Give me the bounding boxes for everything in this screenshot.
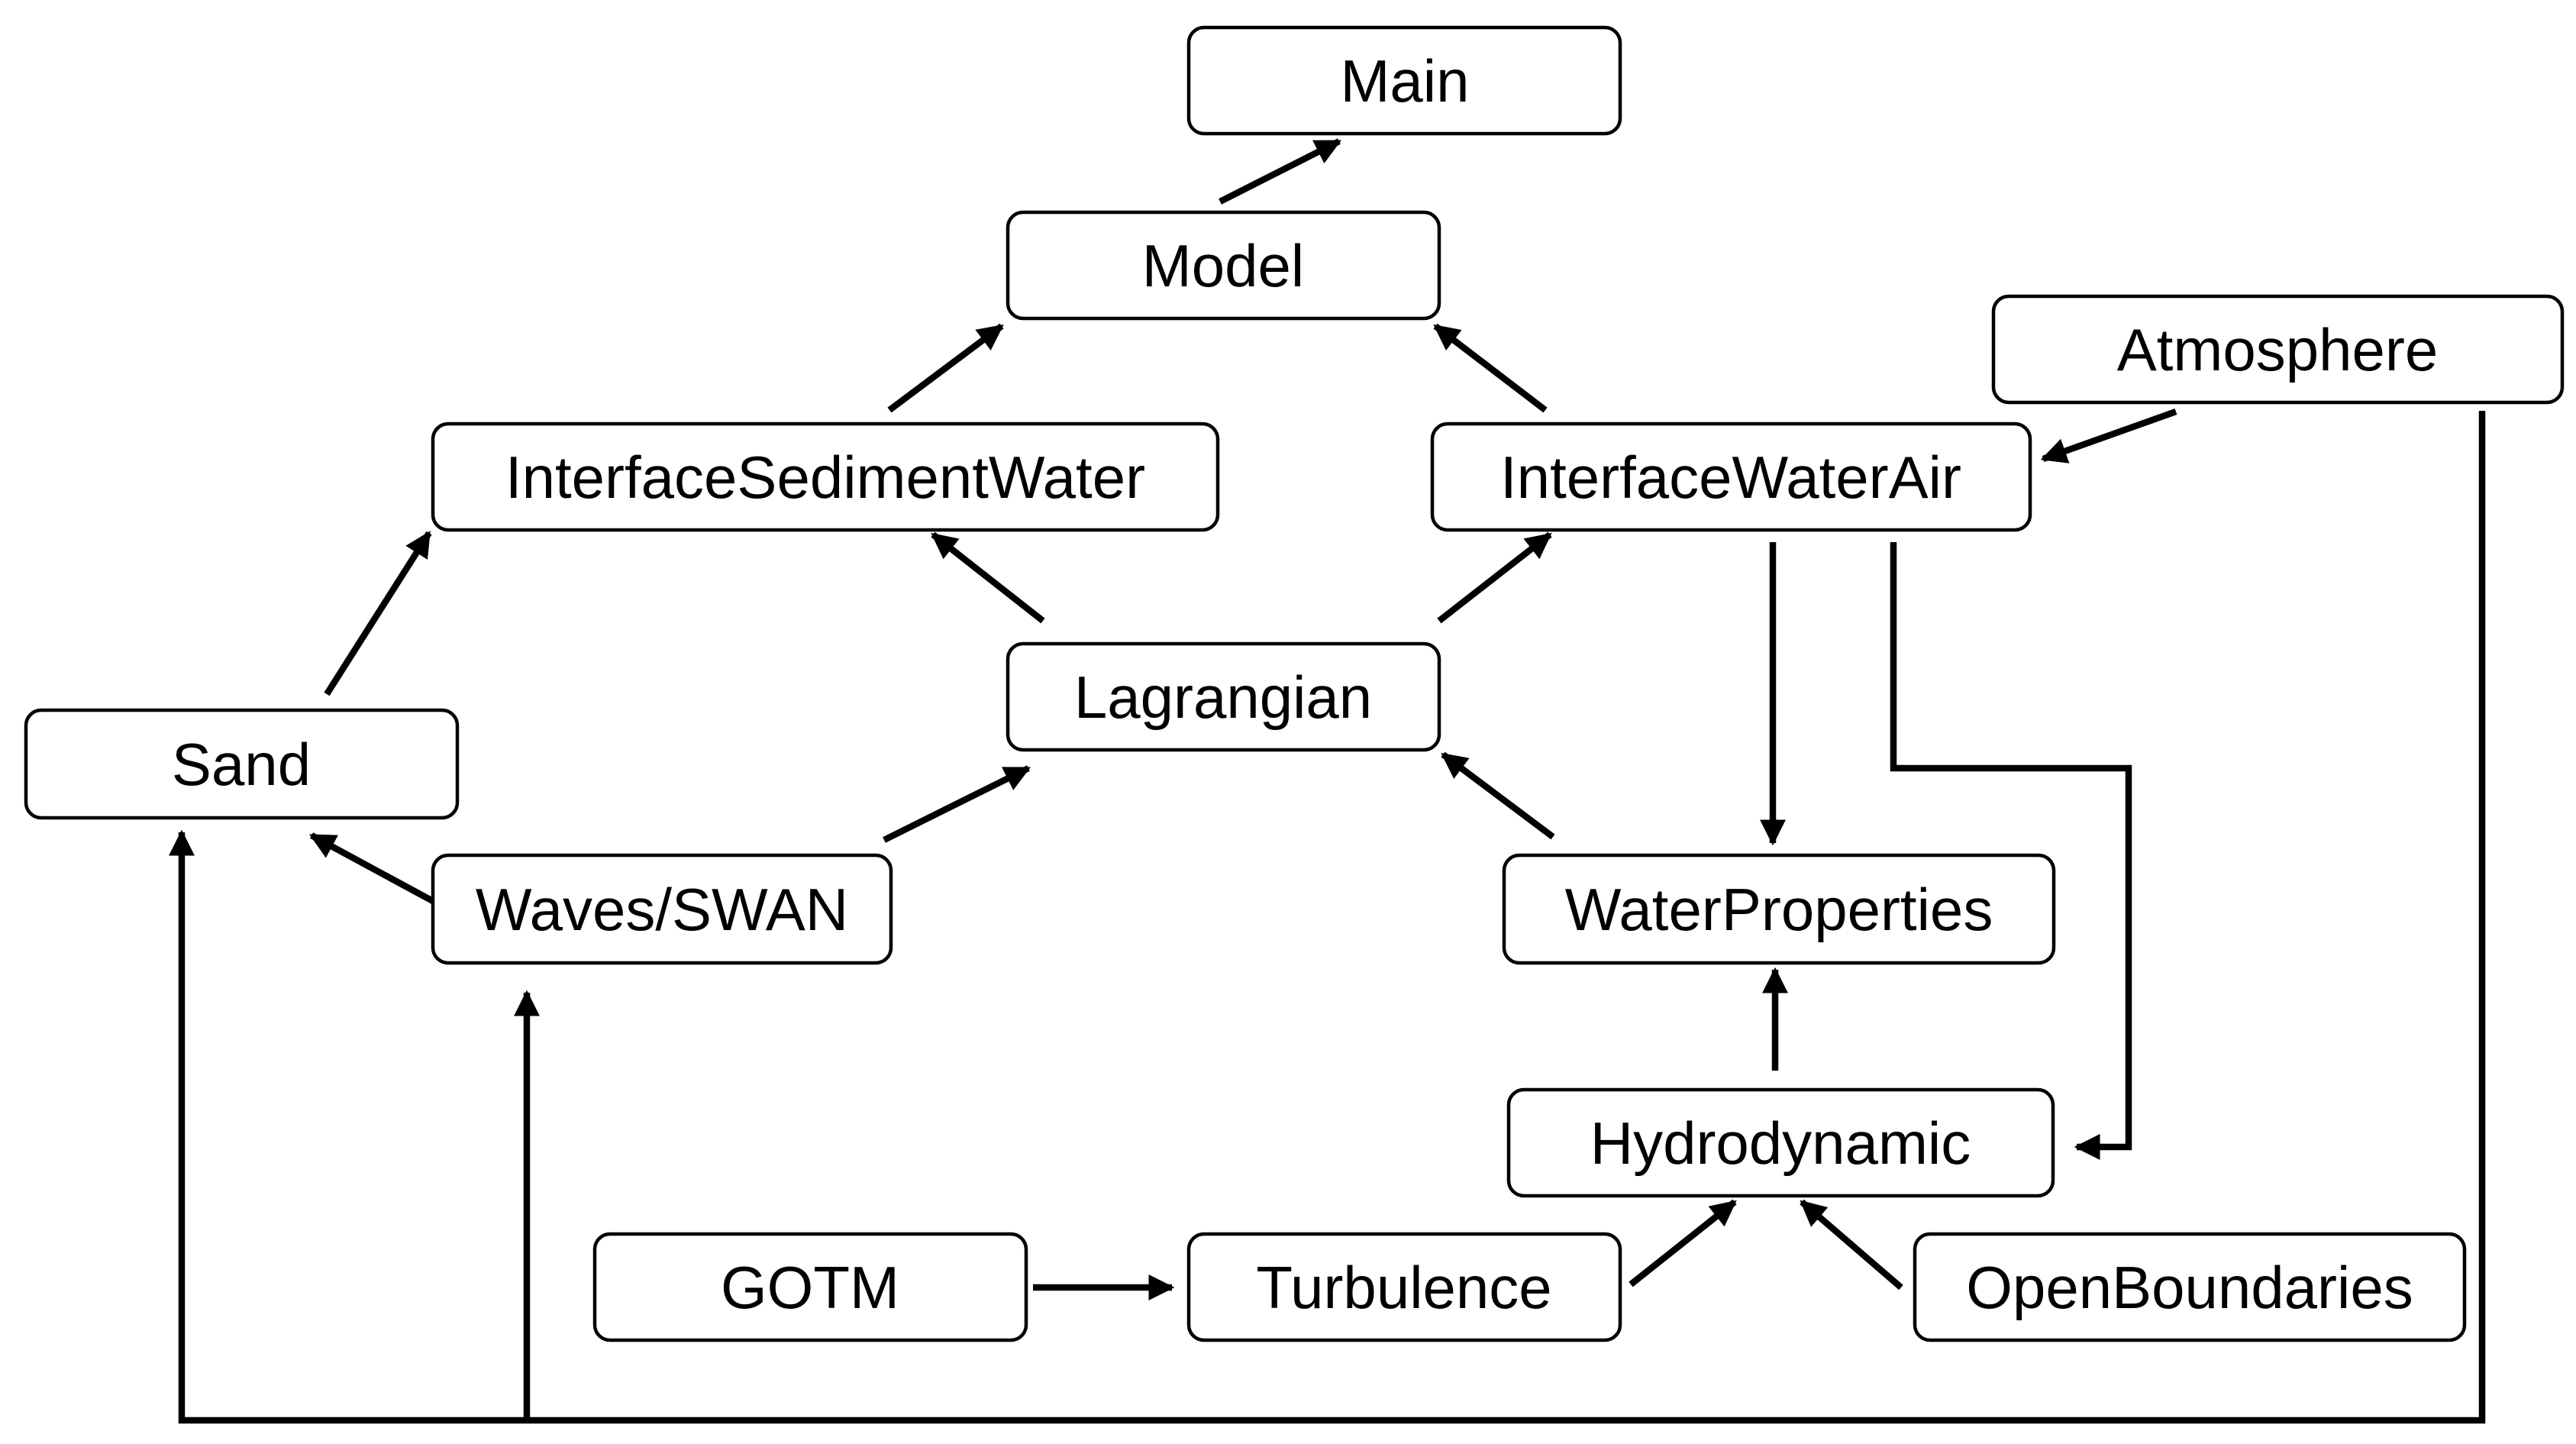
node-interface-sediment-water: InterfaceSedimentWater (431, 422, 1220, 532)
node-open-boundaries-label: OpenBoundaries (1966, 1254, 2413, 1321)
edge-atmosphere-to-interfacewaterair (2040, 408, 2177, 464)
node-hydrodynamic: Hydrodynamic (1506, 1087, 2055, 1198)
edge-sand-to-interfacesedimentwater (324, 531, 432, 696)
node-lagrangian-box (1006, 641, 1441, 752)
edge-interfacewaterair-to-model (1433, 323, 1548, 413)
node-interface-sediment-water-label: InterfaceSedimentWater (505, 444, 1145, 511)
edge-lagrangian-to-interfacewaterair (1437, 531, 1552, 624)
node-turbulence: Turbulence (1186, 1232, 1622, 1342)
node-gotm-box (592, 1232, 1028, 1342)
node-main-box (1186, 25, 1622, 136)
edge-openboundaries-to-hydrodynamic (1800, 1199, 1903, 1291)
node-hydrodynamic-label: Hydrodynamic (1590, 1110, 1971, 1177)
node-model: Model (1006, 210, 1441, 321)
edge-waterproperties-to-lagrangian (1441, 751, 1555, 840)
node-interface-water-air: InterfaceWaterAir (1430, 422, 2032, 532)
edge-waves-to-lagrangian (883, 765, 1031, 843)
node-waves-swan: Waves/SWAN (431, 853, 893, 965)
node-sand-label: Sand (172, 731, 311, 798)
node-open-boundaries-box (1913, 1232, 2467, 1342)
node-hydrodynamic-box (1506, 1087, 2055, 1198)
node-interface-water-air-label: InterfaceWaterAir (1500, 444, 1961, 511)
node-gotm: GOTM (592, 1232, 1028, 1342)
edge-interfacewaterair-to-hydrodynamic (1890, 542, 2132, 1160)
node-sand: Sand (24, 708, 460, 820)
node-model-box (1006, 210, 1441, 321)
edge-waves-to-sand (309, 832, 444, 909)
node-water-properties-box (1502, 853, 2056, 965)
node-waves-swan-box (431, 853, 893, 965)
node-atmosphere-box (1991, 294, 2565, 405)
node-atmosphere: Atmosphere (1991, 294, 2565, 405)
node-lagrangian: Lagrangian (1006, 641, 1441, 752)
edges (169, 138, 2486, 1424)
node-lagrangian-label: Lagrangian (1074, 664, 1372, 731)
node-main: Main (1186, 25, 1622, 136)
node-water-properties-label: WaterProperties (1565, 876, 1993, 943)
node-turbulence-box (1186, 1232, 1622, 1342)
edge-lagrangian-to-interfacesedimentwater (931, 531, 1045, 624)
node-water-properties: WaterProperties (1502, 853, 2056, 965)
edge-model-to-main (1219, 138, 1342, 205)
node-main-label: Main (1340, 47, 1469, 115)
edge-interfacesedimentwater-to-model (887, 323, 1004, 413)
node-gotm-label: GOTM (721, 1254, 899, 1321)
edge-atmosphere-to-sand (169, 411, 2486, 1424)
node-interface-sediment-water-box (431, 422, 1220, 532)
node-model-label: Model (1142, 232, 1304, 299)
node-atmosphere-label: Atmosphere (2117, 316, 2439, 383)
node-sand-box (24, 708, 460, 820)
node-turbulence-label: Turbulence (1256, 1254, 1551, 1321)
edge-turbulence-to-hydrodynamic (1629, 1199, 1737, 1287)
node-waves-swan-label: Waves/SWAN (476, 876, 848, 943)
node-open-boundaries: OpenBoundaries (1913, 1232, 2467, 1342)
node-interface-water-air-box (1430, 422, 2032, 532)
